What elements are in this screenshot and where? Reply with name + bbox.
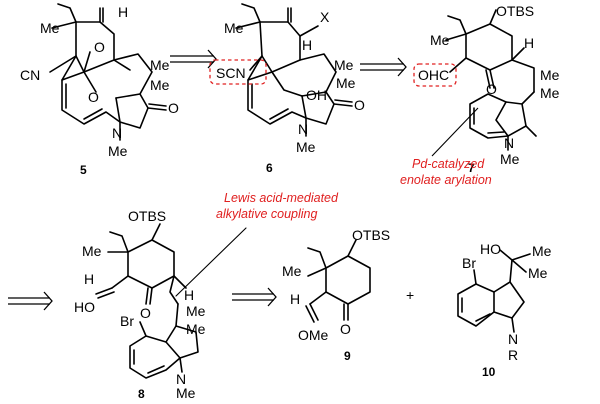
c8-n-label: N bbox=[176, 371, 186, 387]
compound-6: Me SCN X H Me Me OH O N Me 6 bbox=[209, 3, 365, 175]
lewis-annotation-line1: Lewis acid-mediated bbox=[224, 191, 339, 205]
c8-br-label: Br bbox=[120, 313, 134, 329]
c6-x-label: X bbox=[320, 9, 330, 25]
c5-n-label: N bbox=[112, 125, 122, 141]
c9-o-ring: O bbox=[340, 321, 351, 337]
c8-nme-label: Me bbox=[176, 385, 196, 401]
pd-annotation: Pd-catalyzed enolate arylation bbox=[400, 157, 492, 187]
compound-6-number: 6 bbox=[266, 161, 273, 175]
c7-me1-label: Me bbox=[540, 67, 560, 83]
c5-me1-label: Me bbox=[150, 57, 170, 73]
pd-annotation-leader bbox=[431, 107, 479, 157]
compound-8: OTBS Me H HO O H Me Me Br N Me 8 bbox=[74, 208, 247, 401]
c7-o-ring: O bbox=[486, 81, 497, 97]
c10-me1-label: Me bbox=[532, 243, 552, 259]
pd-annotation-line1: Pd-catalyzed bbox=[412, 157, 485, 171]
c5-me2-label: Me bbox=[150, 77, 170, 93]
c8-ho-label: HO bbox=[74, 299, 95, 315]
c7-me-label: Me bbox=[430, 32, 450, 48]
c10-br-label: Br bbox=[462, 255, 476, 271]
c6-me-label: Me bbox=[224, 20, 244, 36]
compound-9: OTBS Me H OMe O 9 bbox=[282, 227, 390, 363]
c10-ho-label: HO bbox=[480, 241, 501, 257]
c7-h-label: H bbox=[524, 35, 534, 51]
c8-me1-label: Me bbox=[186, 303, 206, 319]
c10-me2-label: Me bbox=[528, 265, 548, 281]
c6-me1-label: Me bbox=[334, 57, 354, 73]
plus-sign: + bbox=[406, 287, 414, 303]
compound-8-number: 8 bbox=[138, 387, 145, 401]
c9-otbs-label: OTBS bbox=[352, 227, 390, 243]
c6-o-amide: O bbox=[354, 97, 365, 113]
c6-n-label: N bbox=[298, 121, 308, 137]
pd-annotation-line2: enolate arylation bbox=[400, 173, 492, 187]
compound-10-number: 10 bbox=[482, 365, 496, 379]
c7-n-label: N bbox=[504, 135, 514, 151]
c8-h-vinyl: H bbox=[84, 271, 94, 287]
c7-ohc-label: OHC bbox=[418, 67, 449, 83]
c8-h-label: H bbox=[184, 287, 194, 303]
c10-n-label: N bbox=[508, 331, 518, 347]
c5-me-label: Me bbox=[40, 20, 60, 36]
c5-o-amide: O bbox=[168, 100, 179, 116]
c7-nme-label: Me bbox=[500, 151, 520, 167]
c8-o-ring: O bbox=[140, 305, 151, 321]
c6-nme-label: Me bbox=[296, 139, 316, 155]
c9-ome-label: OMe bbox=[298, 327, 329, 343]
c9-me-label: Me bbox=[282, 263, 302, 279]
c9-h-vinyl: H bbox=[290, 291, 300, 307]
compound-9-number: 9 bbox=[344, 349, 351, 363]
c6-oh-label: OH bbox=[306, 87, 327, 103]
c8-me-label: Me bbox=[82, 243, 102, 259]
c8-me2-label: Me bbox=[186, 321, 206, 337]
c5-nme-label: Me bbox=[108, 143, 128, 159]
c6-me2-label: Me bbox=[336, 75, 356, 91]
c7-ohc-highlight-box bbox=[413, 63, 457, 87]
c7-otbs-label: OTBS bbox=[496, 3, 534, 19]
lewis-annotation-line2: alkylative coupling bbox=[216, 207, 317, 221]
compound-5-number: 5 bbox=[80, 163, 87, 177]
c5-o-bridge2: O bbox=[88, 89, 99, 105]
compound-10: HO Me Me Br N R 10 bbox=[457, 241, 552, 379]
c7-me2-label: Me bbox=[540, 85, 560, 101]
c5-cn-label: CN bbox=[20, 67, 40, 83]
c5-o-bridge1: O bbox=[94, 39, 105, 55]
lewis-annotation: Lewis acid-mediated alkylative coupling bbox=[216, 191, 339, 221]
c5-h-label: H bbox=[118, 4, 128, 20]
compound-7: OTBS Me OHC H O Me Me N Me 7 bbox=[413, 3, 560, 175]
retro-arrow-4 bbox=[232, 287, 277, 307]
c8-otbs-label: OTBS bbox=[128, 208, 166, 224]
c6-scn-label: SCN bbox=[216, 65, 246, 81]
retro-arrow-2 bbox=[360, 57, 407, 77]
retro-arrow-3 bbox=[8, 291, 53, 311]
c6-scn-highlight-box bbox=[209, 59, 267, 85]
c6-h-label: H bbox=[302, 37, 312, 53]
compound-7-number: 7 bbox=[468, 161, 475, 175]
c10-r-label: R bbox=[508, 347, 518, 363]
compound-5: Me CN O O H Me Me O N Me 5 bbox=[20, 3, 179, 177]
retro-arrow-1 bbox=[170, 49, 217, 69]
